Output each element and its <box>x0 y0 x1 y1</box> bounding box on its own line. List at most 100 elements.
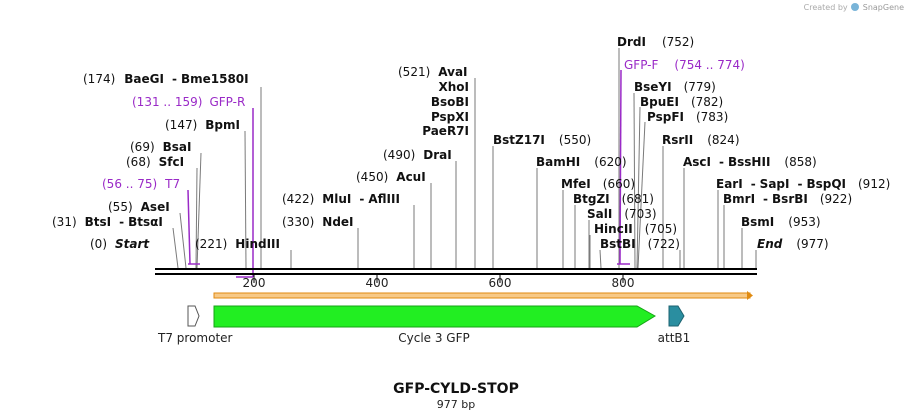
site-hincii-name: HincII <box>594 222 633 236</box>
site-pspfi[interactable]: PspFI (783) <box>647 110 728 124</box>
site-bsai[interactable]: (69) BsaI <box>130 140 192 154</box>
site-ndei[interactable]: (330) NdeI <box>282 215 354 229</box>
site-end-pos: (977) <box>796 237 828 251</box>
site-btgzi[interactable]: BtgZI (681) <box>573 192 654 206</box>
site-avai-pos: (521) <box>398 65 430 79</box>
site-bseyi[interactable]: BseYI(779) <box>634 80 716 94</box>
site-asci[interactable]: AscI-BssHII(858) <box>683 155 817 169</box>
site-bstz17i[interactable]: BstZ17I(550) <box>493 133 591 147</box>
site-sfci[interactable]: (68)SfcI <box>126 155 184 169</box>
site-bme1580i-name: Bme1580I <box>181 72 249 86</box>
site-asei[interactable]: (55) AseI <box>108 200 170 214</box>
attb1-arrow[interactable] <box>668 305 685 327</box>
leader-lines <box>172 48 757 269</box>
site-bsmi[interactable]: BsmI (953) <box>741 215 821 229</box>
site-sapi-sep: - <box>797 177 802 191</box>
site-sali-name: SalI <box>587 207 612 221</box>
site-ndei-name: NdeI <box>322 215 353 229</box>
site-bpuei[interactable]: BpuEI (782) <box>640 95 723 109</box>
site-btgzi-pos: (681) <box>622 192 654 206</box>
site-acui[interactable]: (450)AcuI <box>356 170 426 184</box>
primer-lines <box>187 69 630 278</box>
site-paer7i[interactable]: PaeR7I <box>422 124 469 138</box>
site-btsi[interactable]: (31)BtsI-BtsαI <box>52 215 163 229</box>
primer-t7-name: T7 <box>164 177 180 191</box>
site-rsrii[interactable]: RsrII(824) <box>662 133 740 147</box>
site-bamhi[interactable]: BamHI(620) <box>536 155 627 169</box>
site-bstbi[interactable]: BstBI(722) <box>600 237 680 251</box>
site-bmri[interactable]: BmrI-BsrBI(922) <box>723 192 852 206</box>
map-length: 977 bp <box>437 398 475 411</box>
site-pspfi-pos: (783) <box>696 110 728 124</box>
backbone <box>155 268 757 275</box>
map-title: GFP-CYLD-STOP <box>393 381 519 397</box>
site-asci-pos: (858) <box>784 155 816 169</box>
site-bsai-pos: (69) <box>130 140 155 154</box>
site-bsshii-name: BssHII <box>728 155 770 169</box>
site-drai[interactable]: (490)DraI <box>383 148 452 162</box>
site-eari[interactable]: EarI-SapI-BspQI(912) <box>716 177 890 191</box>
site-hindiii[interactable]: (221)HindIII <box>195 237 280 251</box>
site-sali[interactable]: SalI(703) <box>587 207 657 221</box>
t7-promoter-arrow[interactable] <box>187 305 200 327</box>
orf-bar <box>213 291 753 300</box>
site-drai-pos: (490) <box>383 148 415 162</box>
site-pspfi-name: PspFI <box>647 110 684 124</box>
gfp-feature-arrow[interactable] <box>213 305 656 328</box>
site-asci-name: AscI <box>683 155 711 169</box>
site-bmri-name: BmrI <box>723 192 755 206</box>
site-xhoi[interactable]: XhoI <box>438 80 469 94</box>
site-baegi[interactable]: (174)BaeGI-Bme1580I <box>83 72 249 86</box>
site-asei-name: AseI <box>141 200 170 214</box>
site-labels: (174) BaeGI - Bme1580I (131 .. 159)GFP-R (1… <box>52 35 890 251</box>
site-eari-pos: (912) <box>858 177 890 191</box>
site-baegi-pos: (174) <box>83 72 115 86</box>
site-btgzi-name: BtgZI <box>573 192 610 206</box>
site-bpmi[interactable]: (147)BpmI <box>165 118 240 132</box>
site-bsmi-pos: (953) <box>788 215 820 229</box>
site-mlui[interactable]: (422)MluI-AflIII <box>282 192 400 206</box>
site-btsi-name: BtsI <box>85 215 112 229</box>
site-bmri-pos: (922) <box>820 192 852 206</box>
site-bstbi-pos: (722) <box>648 237 680 251</box>
primer-gfp-r-pos: (131 .. 159) <box>132 95 202 109</box>
site-drdi[interactable]: DrdI (752) <box>617 35 694 49</box>
site-bsai-name: BsaI <box>163 140 192 154</box>
site-pspxi[interactable]: PspXI <box>431 110 469 124</box>
site-asei-pos: (55) <box>108 200 133 214</box>
site-bsobi[interactable]: BsoBI <box>431 95 469 109</box>
primer-t7-pos: (56 .. 75) <box>102 177 157 191</box>
site-drdi-name: DrdI <box>617 35 646 49</box>
primer-gfp-r[interactable]: (131 .. 159)GFP-R <box>132 95 245 109</box>
site-sfci-pos: (68) <box>126 155 151 169</box>
tick-label-800: 800 <box>612 276 635 290</box>
site-bpmi-name: BpmI <box>205 118 240 132</box>
primer-gfp-f-pos: (754 .. 774) <box>674 58 744 72</box>
site-ndei-pos: (330) <box>282 215 314 229</box>
site-mfei[interactable]: MfeI(660) <box>561 177 635 191</box>
site-baegi-name: BaeGI <box>124 72 164 86</box>
primer-gfp-f[interactable]: GFP-F(754 .. 774) <box>624 58 745 72</box>
primer-t7[interactable]: (56 .. 75) T7 <box>102 177 180 191</box>
tick-label-200: 200 <box>243 276 266 290</box>
site-bpuei-pos: (782) <box>691 95 723 109</box>
site-btsi-sep: - <box>119 215 124 229</box>
snapgene-logo-icon <box>851 3 860 11</box>
site-drdi-pos: (752) <box>662 35 694 49</box>
site-end[interactable]: End(977) <box>757 237 829 251</box>
site-bspqi-name: BspQI <box>806 177 846 191</box>
site-sapi-name: SapI <box>760 177 790 191</box>
site-bsrbi-name: BsrBI <box>772 192 808 206</box>
credit-prefix: Created by <box>803 3 848 12</box>
site-start-pos: (0) <box>90 237 107 251</box>
site-hincii[interactable]: HincII(705) <box>594 222 677 236</box>
site-bsmi-name: BsmI <box>741 215 774 229</box>
site-rsrii-name: RsrII <box>662 133 693 147</box>
site-avai[interactable]: (521)AvaI <box>398 65 468 79</box>
site-start[interactable]: (0)Start <box>90 237 150 251</box>
site-mfei-pos: (660) <box>603 177 635 191</box>
site-bpuei-name: BpuEI <box>640 95 679 109</box>
site-mlui-name: MluI <box>322 192 351 206</box>
site-hindiii-pos: (221) <box>195 237 227 251</box>
